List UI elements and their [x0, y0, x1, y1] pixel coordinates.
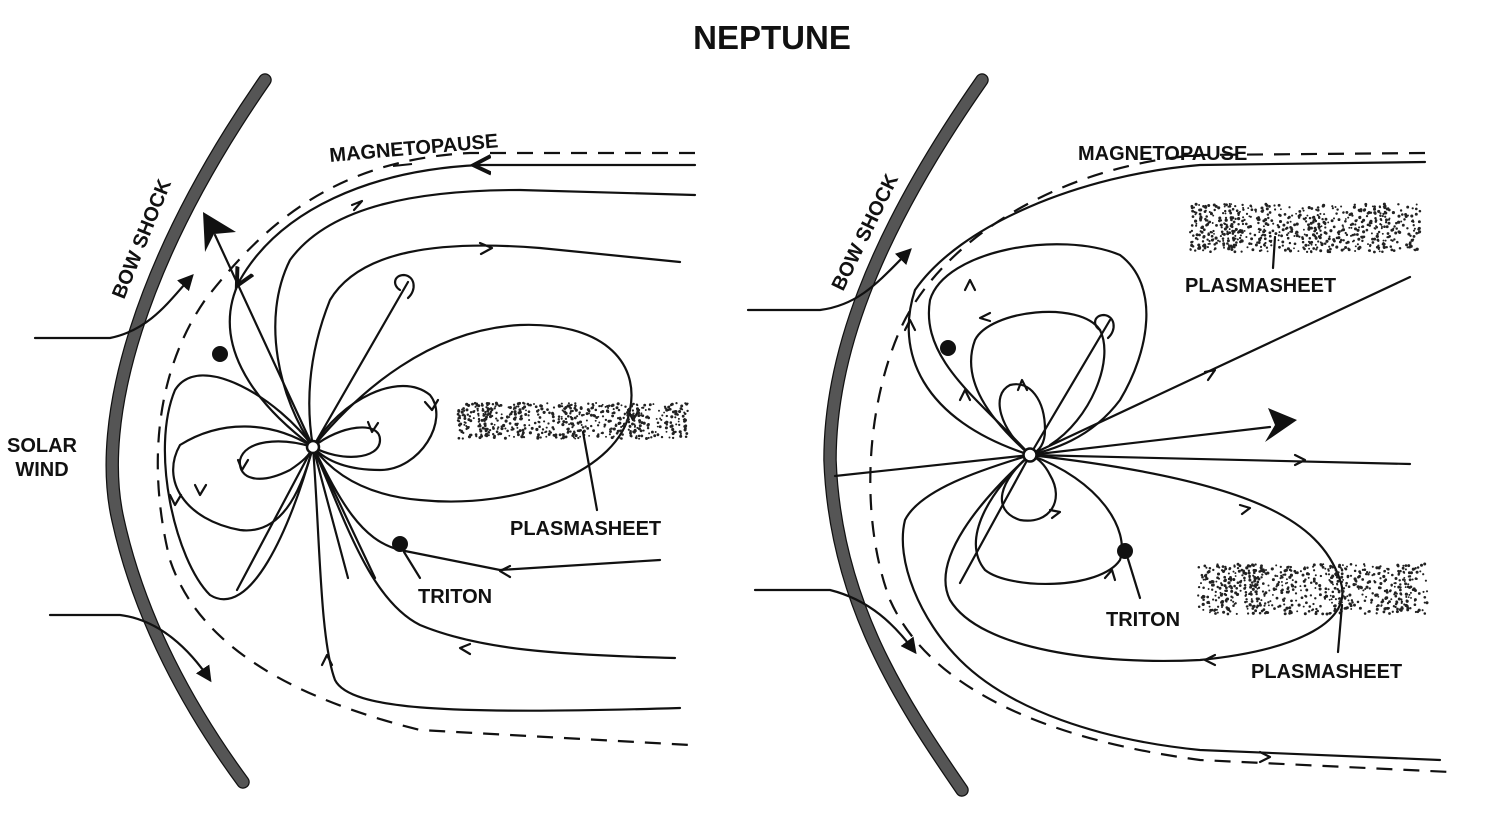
left-dipole-arrowhead	[203, 212, 236, 252]
left-triton-moon-upper	[212, 346, 228, 362]
right-plasmasheet-upper-leader	[1271, 235, 1277, 270]
left-panel: BOW SHOCK MAGNETOPAUSE SOLAR WIND	[7, 73, 697, 789]
left-triton-moon	[392, 536, 408, 552]
right-solar-wind-lower	[753, 588, 917, 655]
figure-title: NEPTUNE	[693, 19, 851, 56]
right-triton-moon	[1117, 543, 1133, 559]
right-triton-label: TRITON	[1106, 609, 1180, 631]
right-solar-wind-upper	[746, 248, 912, 312]
right-magnetopause-label: MAGNETOPAUSE	[1078, 143, 1247, 165]
left-solar-wind-lower	[48, 613, 212, 683]
right-dipole-axis	[1028, 425, 1272, 457]
left-triton-label: TRITON	[418, 586, 492, 608]
left-solar-wind-upper	[33, 274, 194, 340]
left-bow-shock	[105, 73, 272, 789]
left-dipole-axis	[213, 233, 315, 449]
right-neptune-planet	[1022, 447, 1038, 463]
right-plasmasheet-lower-leader	[1336, 603, 1344, 654]
right-field-lines	[833, 160, 1442, 762]
left-plasmasheet-label: PLASMASHEET	[510, 518, 661, 540]
left-rotation-axis	[311, 280, 410, 449]
right-rotation-symbol	[1094, 313, 1115, 340]
left-field-lines	[163, 165, 697, 712]
left-magnetopause-label: MAGNETOPAUSE	[329, 130, 500, 167]
right-panel: BOW SHOCK MAGNETOPAUSE	[746, 73, 1451, 797]
left-triton-leader	[402, 550, 422, 580]
left-solar-wind-label-line2: WIND	[15, 459, 68, 481]
left-neptune-planet	[305, 439, 321, 455]
right-plasmasheet-upper-region	[1189, 202, 1422, 254]
right-dipole-arrowhead	[1265, 408, 1297, 442]
right-plasmasheet-upper-label: PLASMASHEET	[1185, 275, 1336, 297]
right-plasmasheet-lower-region	[1197, 562, 1429, 616]
right-field-direction-markers	[903, 278, 1307, 764]
left-rotation-symbol	[394, 273, 415, 300]
right-triton-moon-upper	[940, 340, 956, 356]
left-solar-wind-label-line1: SOLAR	[7, 435, 78, 457]
right-bow-shock	[823, 73, 989, 797]
left-field-direction-markers	[168, 199, 641, 667]
right-triton-leader	[1126, 557, 1142, 600]
left-plasmasheet-leader	[581, 430, 599, 512]
left-plasmasheet-region	[456, 401, 689, 440]
right-plasmasheet-lower-label: PLASMASHEET	[1251, 661, 1402, 683]
